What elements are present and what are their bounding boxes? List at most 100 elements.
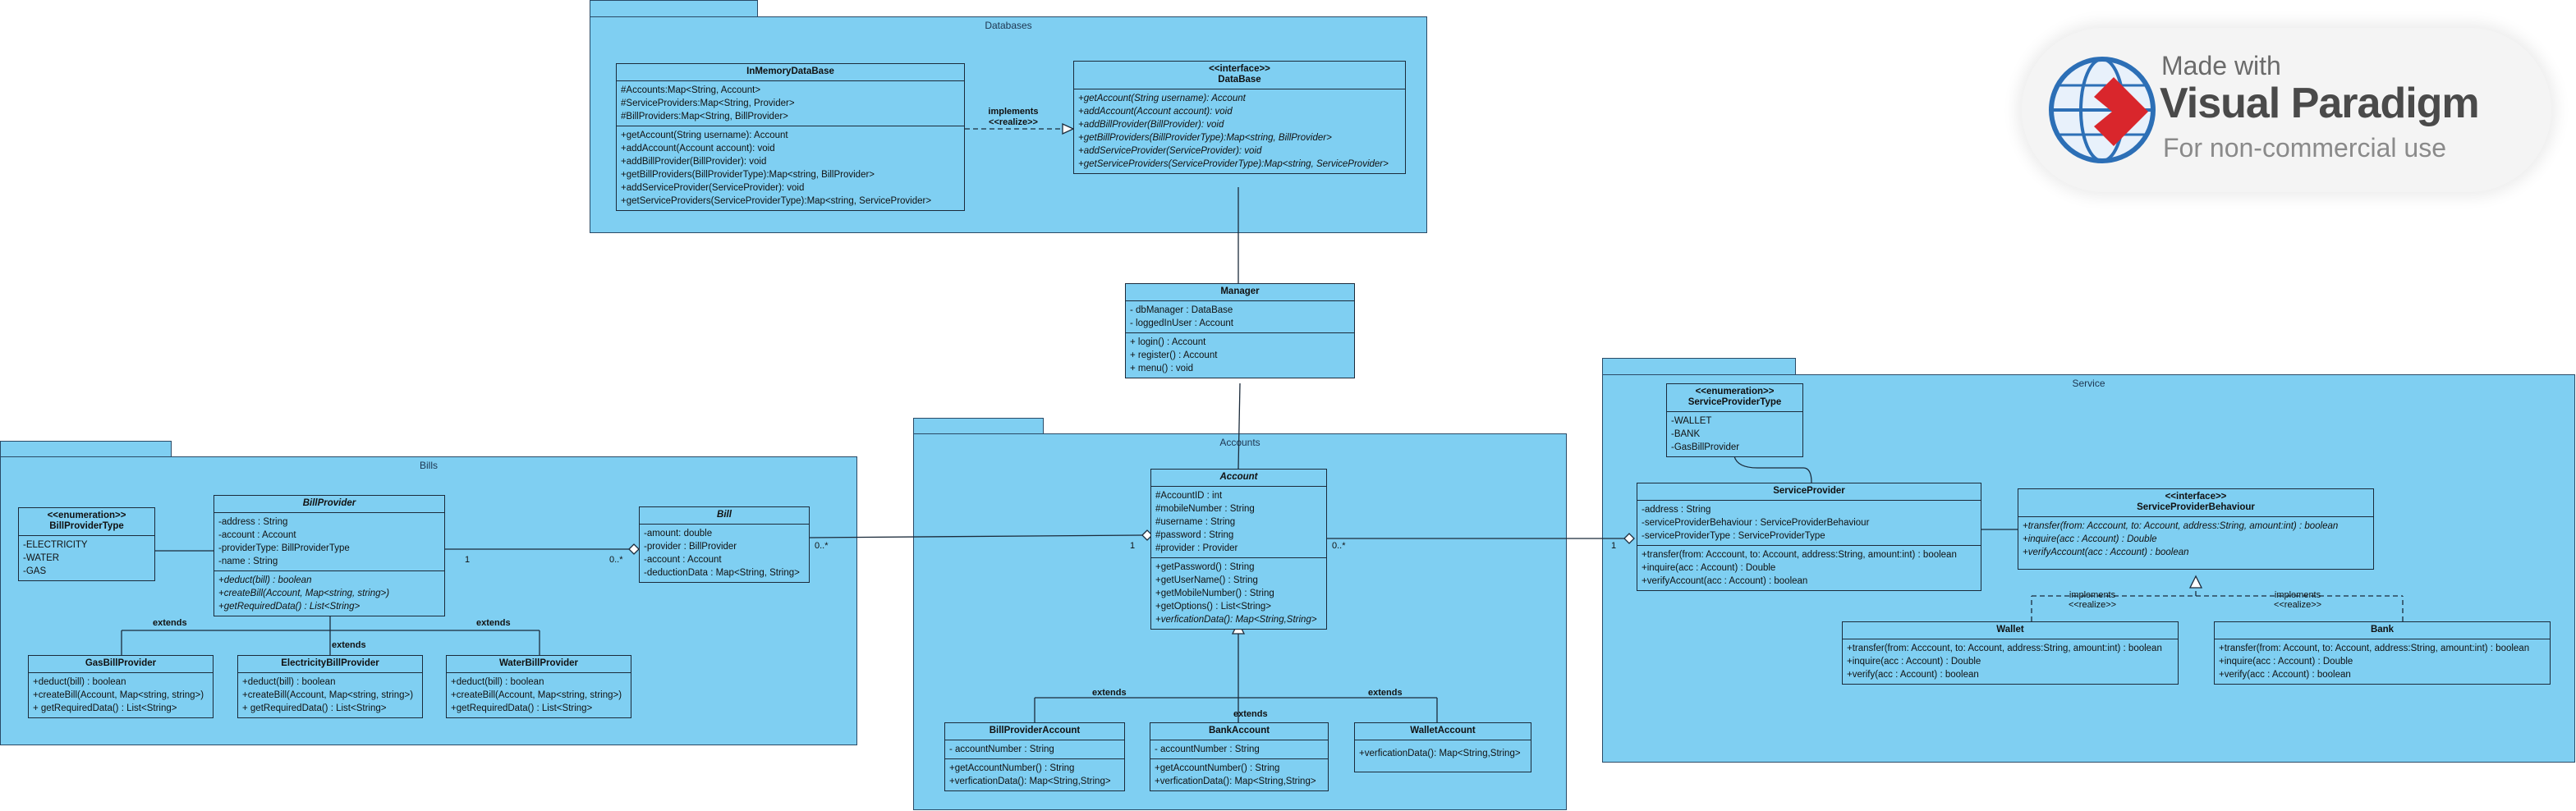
attribute: - accountNumber : String (949, 745, 1054, 754)
class-waterbillprovider[interactable]: WaterBillProvider +deduct(bill) : boolea… (446, 655, 631, 718)
class-bill[interactable]: Bill -amount: double -provider : BillPro… (639, 506, 810, 583)
class-name: Bank (2370, 625, 2395, 635)
operation: +addServiceProvider(ServiceProvider): vo… (621, 183, 805, 193)
class-bankaccount[interactable]: BankAccount - accountNumber : String +ge… (1150, 722, 1329, 791)
attribute: #password : String (1155, 530, 1234, 540)
class-name: ElectricityBillProvider (281, 658, 379, 668)
operation: +addServiceProvider(ServiceProvider): vo… (1078, 146, 1262, 156)
operation: +getMobileNumber() : String (1155, 589, 1274, 598)
operation: +getRequiredData() : List<String> (218, 602, 360, 612)
package-accounts-title: Accounts (1219, 437, 1260, 448)
class-name: Account (1219, 472, 1258, 482)
class-electricitybillprovider[interactable]: ElectricityBillProvider +deduct(bill) : … (237, 655, 423, 718)
attribute: -serviceProviderType : ServiceProviderTy… (1642, 531, 1825, 541)
attribute: -name : String (218, 557, 278, 566)
operation: +transfer(from: Acccount, to: Account, a… (1642, 550, 1957, 560)
class-billprovideraccount[interactable]: BillProviderAccount - accountNumber : St… (944, 722, 1125, 791)
operation: +createBill(Account, Map<string, string>… (33, 690, 204, 700)
interface-database[interactable]: <<interface>> DataBase +getAccount(Strin… (1073, 61, 1406, 174)
operation: + menu() : void (1130, 364, 1194, 373)
operation: +verficationData(): Map<String,String> (949, 777, 1111, 786)
class-serviceprovider[interactable]: ServiceProvider -address : String -servi… (1637, 483, 1981, 591)
class-name: Bill (717, 510, 732, 520)
class-name: WalletAccount (1410, 726, 1476, 735)
operation: +createBill(Account, Map<string, string>… (242, 690, 414, 700)
operation: +getAccountNumber() : String (949, 763, 1075, 773)
operation: +getRequiredData() : List<String> (451, 703, 593, 713)
operation: +verficationData(): Map<String,String> (1155, 615, 1317, 625)
operation: +addAccount(Account account): void (621, 144, 775, 153)
enum-literal: -GAS (23, 566, 47, 576)
realize-arrowhead-db (1062, 122, 1075, 135)
attribute: #provider : Provider (1155, 543, 1238, 553)
operation: + register() : Account (1130, 351, 1218, 360)
aggregation-bill-account (809, 534, 1143, 538)
mult-bill-account-many: 0..* (815, 541, 829, 551)
package-databases-title: Databases (985, 20, 1032, 31)
class-inmemorydatabase[interactable]: InMemoryDataBase #Accounts:Map<String, A… (616, 63, 965, 211)
class-account[interactable]: Account #AccountID : int #mobileNumber :… (1150, 469, 1327, 630)
operation: +verficationData(): Map<String,String> (1155, 777, 1316, 786)
operation: +transfer(from: Account, to: Account, ad… (2219, 644, 2530, 653)
assoc-servicetype-serviceprovider (1733, 456, 1812, 483)
class-stereotype: <<interface>> (1209, 64, 1270, 74)
attribute: #AccountID : int (1155, 491, 1223, 501)
class-name: BankAccount (1208, 726, 1270, 735)
class-name: Manager (1220, 286, 1260, 296)
operation: +deduct(bill) : boolean (33, 677, 126, 687)
class-name: DataBase (1218, 75, 1261, 85)
class-stereotype: <<enumeration>> (47, 511, 126, 520)
label-extends-billaccount: extends (1092, 688, 1127, 698)
class-name: InMemoryDataBase (746, 66, 834, 76)
operation: +deduct(bill) : boolean (218, 575, 312, 585)
label-realize-wallet: <<realize>> (2068, 600, 2117, 610)
enum-billprovidertype[interactable]: <<enumeration>> BillProviderType -ELECTR… (18, 507, 155, 581)
watermark-line1: Made with (2161, 51, 2281, 80)
class-name: ServiceProviderBehaviour (2137, 502, 2255, 512)
attribute: -address : String (218, 517, 288, 527)
class-wallet[interactable]: Wallet +transfer(from: Acccount, to: Acc… (1842, 621, 2179, 685)
attribute: -serviceProviderBehaviour : ServiceProvi… (1642, 518, 1870, 528)
operation: +transfer(from: Acccount, to: Account, a… (2023, 521, 2339, 531)
label-extends-water: extends (476, 618, 511, 628)
class-manager[interactable]: Manager - dbManager : DataBase - loggedI… (1125, 283, 1355, 378)
label-extends-electricity: extends (332, 640, 366, 650)
operation: +verifyAccount(acc : Account) : boolean (1642, 576, 1808, 586)
class-billprovider[interactable]: BillProvider -address : String -account … (214, 495, 445, 616)
operation: +getUserName() : String (1155, 575, 1258, 585)
attribute: #username : String (1155, 517, 1236, 527)
aggregation-diamond-serviceprovider (1623, 533, 1635, 544)
operation: +verifyAccount(acc : Account) : boolean (2023, 548, 2189, 557)
operation: +verficationData(): Map<String,String> (1359, 749, 1521, 758)
attribute: -account : Account (218, 530, 296, 540)
label-extends-gas: extends (153, 618, 187, 628)
operation: + getRequiredData() : List<String> (242, 703, 387, 713)
mult-bill-many: 0..* (609, 555, 623, 565)
class-name: WaterBillProvider (498, 658, 579, 668)
realize-arrowhead-behaviour (2188, 575, 2203, 589)
attribute: -amount: double (644, 529, 713, 538)
attribute: -deductionData : Map<String, String> (644, 568, 800, 578)
interface-serviceproviderbehaviour[interactable]: <<interface>> ServiceProviderBehaviour +… (2018, 488, 2374, 570)
operation: +inquire(acc : Account) : Double (1847, 657, 1981, 667)
operation: +createBill(Account, Map<string, string>… (451, 690, 622, 700)
operation: +deduct(bill) : boolean (451, 677, 544, 687)
class-name: GasBillProvider (85, 658, 157, 668)
class-walletaccount[interactable]: WalletAccount +verficationData(): Map<St… (1354, 722, 1531, 772)
attribute: -provider : BillProvider (644, 542, 737, 552)
attribute: #BillProviders:Map<String, BillProvider> (621, 112, 788, 121)
label-extends-walletaccount: extends (1368, 688, 1403, 698)
class-gasbillprovider[interactable]: GasBillProvider +deduct(bill) : boolean … (28, 655, 214, 718)
mult-account-sp-many: 0..* (1332, 541, 1346, 551)
class-bank[interactable]: Bank +transfer(from: Account, to: Accoun… (2214, 621, 2551, 685)
enum-literal: -WATER (23, 553, 60, 563)
assoc-manager-account (1237, 383, 1241, 470)
enum-serviceprovidertype[interactable]: <<enumeration>> ServiceProviderType -WAL… (1666, 383, 1803, 457)
operation: +getBillProviders(BillProviderType):Map<… (1078, 133, 1332, 143)
label-realize-bank: <<realize>> (2273, 600, 2322, 610)
attribute: -account : Account (644, 555, 722, 565)
class-name: Wallet (1996, 625, 2024, 635)
enum-literal: -GasBillProvider (1671, 442, 1740, 452)
label-implements: implements (988, 107, 1039, 117)
